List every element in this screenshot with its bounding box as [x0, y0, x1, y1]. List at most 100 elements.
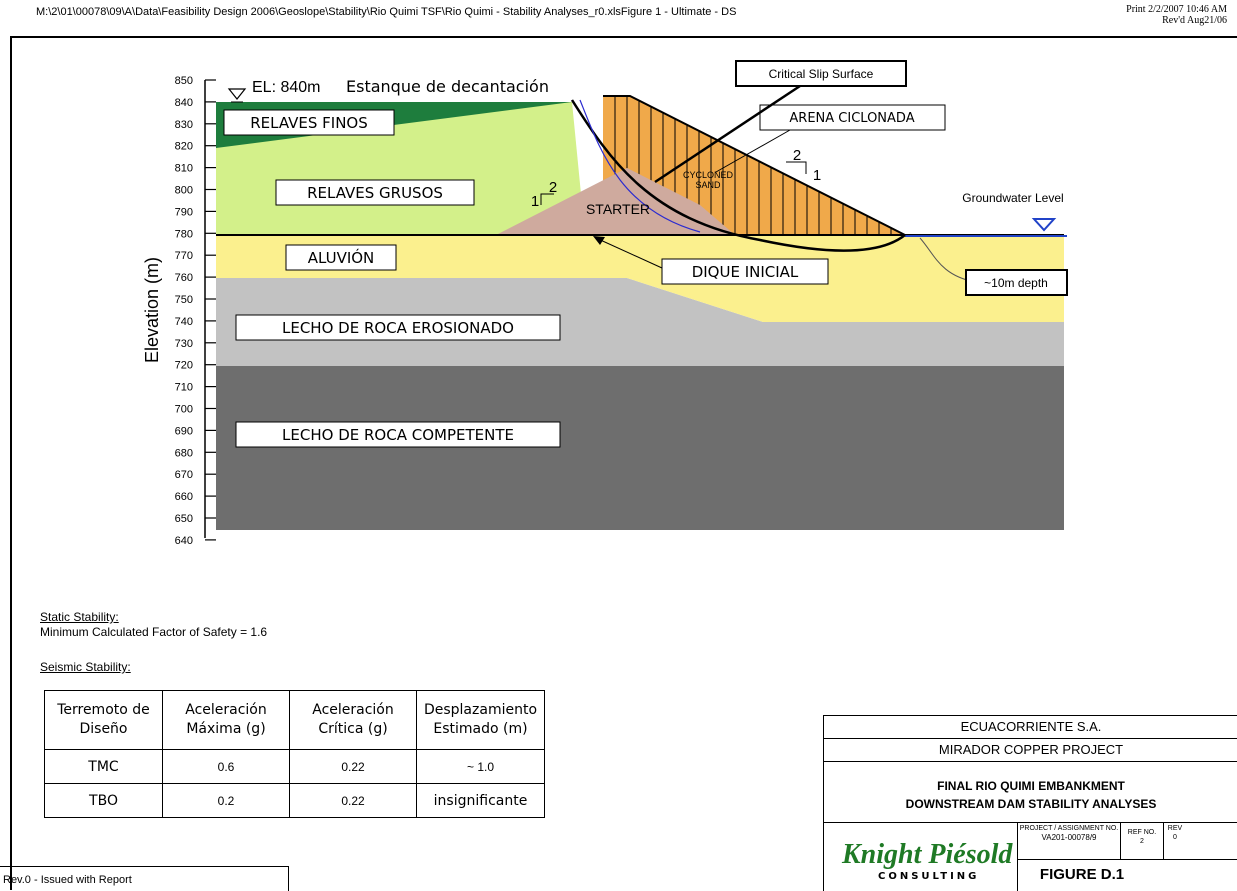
lecho-erosionado-box [235, 314, 561, 341]
relaves-finos-box [223, 109, 395, 136]
aluvion-label: ALUVIÓN [308, 248, 375, 267]
arena-ciclonada-box [759, 104, 946, 131]
ref-divider [1120, 823, 1121, 859]
drawing-title-line2: DOWNSTREAM DAM STABILITY ANALYSES [905, 797, 1157, 811]
competent-rock-zone [216, 366, 1064, 530]
upper-slope-vertical: 2 [793, 147, 801, 164]
alluvium-zone [216, 235, 1064, 322]
y-tick-label: 700 [175, 404, 193, 416]
client-name: ECUACORRIENTE S.A. [824, 716, 1237, 739]
ref-number-cell: REF NO. 2 [1121, 828, 1163, 846]
rev-number-cell: REV 0 [1165, 824, 1185, 842]
col-header-critical-acceleration: Aceleración Crítica (g) [289, 690, 417, 750]
figure-number: FIGURE D.1 [1039, 866, 1125, 883]
seismic-stability-title: Seismic Stability: [40, 660, 131, 674]
col-header-max-acceleration: Aceleración Máxima (g) [162, 690, 290, 750]
ref-number-value: 2 [1140, 838, 1144, 845]
row-critical-acceleration: 0.22 [289, 749, 417, 784]
row-max-acceleration: 0.2 [162, 783, 290, 818]
row-displacement: insignificante [416, 783, 545, 818]
project-number-cell: PROJECT / ASSIGNMENT NO. VA201-00078/9 [1018, 824, 1120, 842]
y-tick-label: 740 [175, 316, 193, 328]
cycloned-sand-label-line2: SAND [695, 180, 721, 190]
seismic-table: Terremoto de Diseño Aceleración Máxima (… [44, 690, 545, 818]
static-stability-title: Static Stability: [40, 610, 119, 624]
y-axis-title: Elevation (m) [142, 257, 162, 363]
relaves-gruesos-box [275, 179, 475, 206]
rev-number-value: 0 [1173, 834, 1177, 841]
company-subtitle: CONSULTING [878, 871, 980, 882]
y-tick-label: 840 [175, 97, 193, 109]
file-path-header: M:\2\01\00078\09\A\Data\Feasibility Desi… [36, 6, 737, 18]
drawing-title-line1: FINAL RIO QUIMI EMBANKMENT [937, 779, 1125, 793]
y-tick-label: 660 [175, 491, 193, 503]
pond-elevation-label: EL: 840m [252, 79, 320, 96]
y-tick-label: 790 [175, 206, 193, 218]
company-logo: Knight Piésold [842, 839, 1013, 870]
pond-level-triangle [227, 88, 247, 100]
project-number-value: VA201-00078/9 [1041, 833, 1097, 842]
y-tick-label: 690 [175, 425, 193, 437]
groundwater-level-triangle [1031, 218, 1057, 232]
cycloned-sand-label-line1: CYCLONED [683, 170, 734, 180]
revision-box: Rev.0 - Issued with Report [0, 866, 289, 891]
starter-dike-zone [496, 168, 735, 235]
seismic-table-header-row: Terremoto de Diseño Aceleración Máxima (… [44, 690, 545, 750]
row-max-acceleration: 0.6 [162, 749, 290, 784]
row-earthquake: TMC [44, 749, 163, 784]
static-stability-value: Minimum Calculated Factor of Safety = 1.… [40, 625, 268, 639]
trial-slip-surface [579, 99, 701, 233]
title-block: ECUACORRIENTE S.A. MIRADOR COPPER PROJEC… [823, 715, 1237, 891]
y-tick-label: 670 [175, 469, 193, 481]
ref-number-label: REF NO. [1127, 829, 1157, 836]
lecho-competente-box [235, 421, 561, 448]
col-header-design-earthquake: Terremoto de Diseño [44, 690, 163, 750]
logo-divider [1017, 823, 1018, 891]
lower-slope-indicator [540, 193, 554, 205]
static-stability-heading: Static Stability: [40, 610, 119, 624]
starter-label: STARTER [586, 201, 650, 217]
depth-box [965, 269, 1068, 296]
dique-inicial-box [661, 258, 829, 285]
y-tick-label: 780 [175, 228, 193, 240]
lecho-competente-label: LECHO DE ROCA COMPETENTE [282, 426, 514, 444]
y-tick-label: 770 [175, 250, 193, 262]
y-tick-label: 850 [175, 75, 193, 87]
y-axis-ticks [205, 79, 216, 541]
table-row: TMC 0.6 0.22 ~ 1.0 [44, 749, 545, 784]
embankment-cross-section: 8508408308208108007907807707607507407307… [142, 60, 1068, 547]
y-tick-label: 680 [175, 447, 193, 459]
y-tick-label: 640 [175, 535, 193, 547]
y-tick-label: 820 [175, 141, 193, 153]
relaves-finos-label: RELAVES FINOS [250, 114, 368, 132]
print-line: Print 2/2/2007 10:46 AM [1126, 4, 1227, 15]
row-displacement: ~ 1.0 [416, 749, 545, 784]
dique-arrowhead [593, 236, 605, 245]
critical-slip-surface [570, 99, 906, 252]
dique-leader [595, 237, 663, 269]
project-number-label: PROJECT / ASSIGNMENT NO. [1019, 825, 1119, 832]
y-tick-label: 720 [175, 360, 193, 372]
lower-slope-horizontal: 1 [531, 193, 539, 210]
frame-top-border [10, 36, 1237, 38]
rev-number-label: REV [1167, 825, 1183, 832]
project-name: MIRADOR COPPER PROJECT [824, 739, 1237, 762]
lecho-erosionado-label: LECHO DE ROCA EROSIONADO [282, 319, 514, 337]
revision-note: Rev.0 - Issued with Report [3, 874, 132, 886]
col-header-estimated-displacement: Desplazamiento Estimado (m) [416, 690, 545, 750]
slip-surface-leader [654, 84, 801, 184]
seismic-stability-heading: Seismic Stability: [40, 660, 131, 674]
rev-divider [1163, 823, 1164, 859]
y-tick-label: 730 [175, 338, 193, 350]
y-tick-label: 800 [175, 185, 193, 197]
y-tick-label: 830 [175, 119, 193, 131]
critical-slip-box [735, 60, 907, 87]
upper-slope-horizontal: 1 [813, 167, 821, 184]
y-tick-label: 650 [175, 513, 193, 525]
y-tick-label: 750 [175, 294, 193, 306]
arena-ciclonada-label: ARENA CICLONADA [789, 111, 914, 126]
drawing-title: FINAL RIO QUIMI EMBANKMENT DOWNSTREAM DA… [824, 762, 1237, 823]
figure-divider [1017, 859, 1237, 860]
depth-label: ~10m depth [984, 276, 1048, 290]
arena-leader [715, 129, 791, 173]
